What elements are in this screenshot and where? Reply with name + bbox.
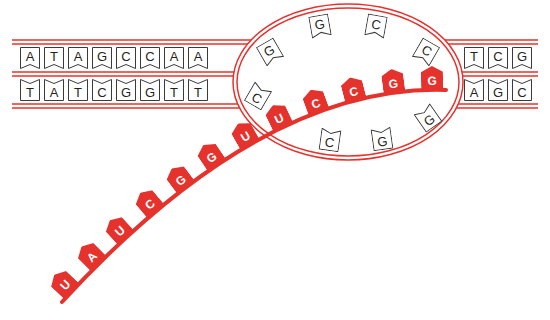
base-box: A bbox=[188, 47, 208, 69]
base-box: T bbox=[164, 79, 184, 101]
dna-base: A bbox=[20, 47, 40, 63]
rna-base: A bbox=[74, 239, 105, 270]
rna-nucleotide: U bbox=[102, 212, 134, 245]
dna-base: T bbox=[188, 79, 208, 99]
base-box: C bbox=[92, 79, 112, 101]
dna-base: G bbox=[140, 79, 160, 99]
base-box: G bbox=[488, 79, 508, 101]
dna-base: G bbox=[92, 47, 112, 63]
rna-base: G bbox=[162, 162, 193, 193]
base-box: G bbox=[371, 127, 394, 152]
dna-base: T bbox=[464, 47, 484, 63]
dna-base: T bbox=[20, 79, 40, 99]
base-box: C bbox=[488, 47, 508, 69]
base-box: G bbox=[140, 79, 160, 101]
base-box: G bbox=[308, 13, 332, 38]
base-box: T bbox=[68, 79, 88, 101]
dna-base: C bbox=[140, 47, 160, 63]
base-box: A bbox=[164, 47, 184, 69]
dna-base: A bbox=[44, 79, 64, 99]
base-box: G bbox=[116, 79, 136, 101]
dna-base: G bbox=[308, 13, 330, 32]
dna-base: T bbox=[164, 79, 184, 99]
base-box: T bbox=[44, 47, 64, 69]
base-box: C bbox=[140, 47, 160, 69]
dna-base: G bbox=[488, 79, 508, 99]
dna-base: C bbox=[512, 79, 532, 99]
dna-base: A bbox=[68, 47, 88, 63]
base-box: C bbox=[512, 79, 532, 101]
base-box: T bbox=[20, 79, 40, 101]
rna-nucleotide: A bbox=[74, 239, 107, 272]
rna-nucleotide: G bbox=[194, 139, 226, 171]
base-box: G bbox=[92, 47, 112, 69]
rna-backbone bbox=[62, 90, 446, 302]
dna-base: T bbox=[44, 47, 64, 63]
dna-base: G bbox=[512, 47, 532, 63]
base-box: A bbox=[44, 79, 64, 101]
base-box: C bbox=[319, 128, 342, 153]
dna-base: T bbox=[68, 79, 88, 99]
rna-base: U bbox=[102, 212, 133, 243]
base-box: A bbox=[464, 79, 484, 101]
dna-base: C bbox=[116, 47, 136, 63]
rna-nucleotide: U bbox=[47, 267, 80, 299]
dna-base: G bbox=[116, 79, 136, 99]
dna-base: A bbox=[464, 79, 484, 99]
dna-base: C bbox=[92, 79, 112, 99]
dna-base: A bbox=[188, 47, 208, 63]
rna-nucleotide: C bbox=[132, 186, 164, 219]
base-box: T bbox=[464, 47, 484, 69]
dna-base: G bbox=[371, 127, 394, 150]
dna-base: A bbox=[164, 47, 184, 63]
rna-nucleotide: G bbox=[162, 162, 194, 194]
base-box: A bbox=[68, 47, 88, 69]
base-box: G bbox=[512, 47, 532, 69]
dna-base: C bbox=[488, 47, 508, 63]
base-box: C bbox=[364, 13, 388, 38]
base-box: T bbox=[188, 79, 208, 101]
dna-base: C bbox=[319, 128, 342, 151]
base-box: A bbox=[20, 47, 40, 69]
base-box: C bbox=[116, 47, 136, 69]
dna-base: C bbox=[365, 13, 387, 32]
rna-base: U bbox=[47, 267, 78, 298]
rna-base: C bbox=[132, 186, 163, 217]
